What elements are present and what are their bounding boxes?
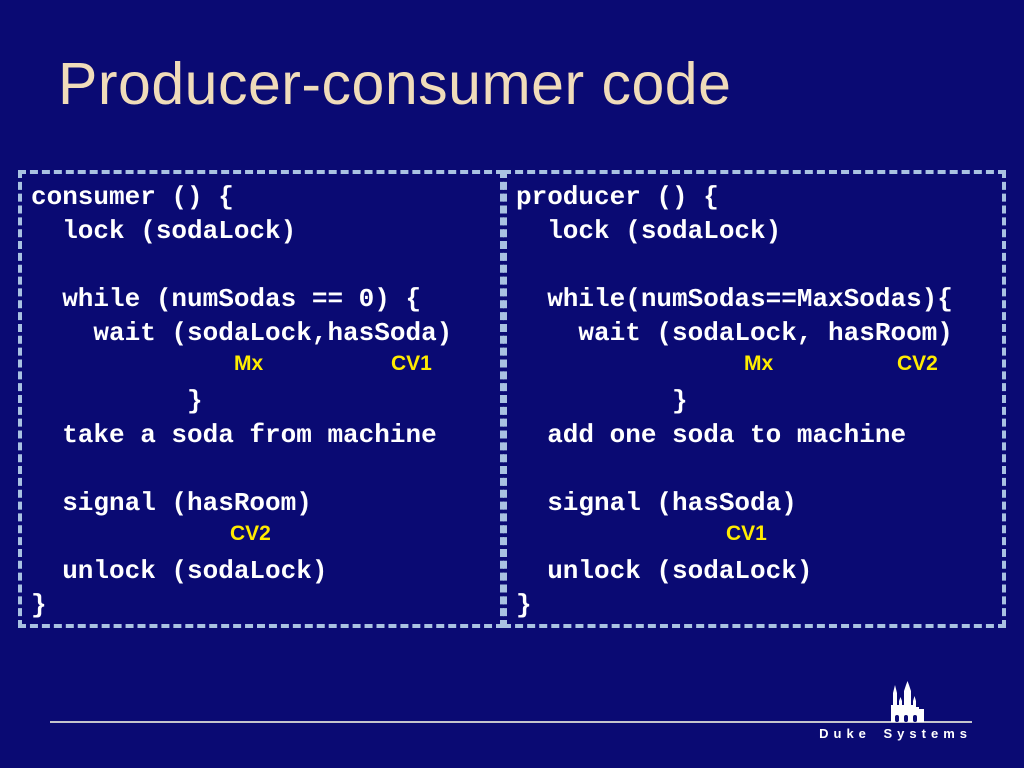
code-line: take a soda from machine xyxy=(31,418,500,452)
code-text: unlock (sodaLock) xyxy=(516,556,813,586)
wait-cv-annotation: CV2 xyxy=(897,352,938,375)
code-text: } xyxy=(31,590,47,620)
code-text: take a soda from machine xyxy=(31,420,437,450)
mutex-annotation: Mx xyxy=(744,352,774,375)
code-line: CV1 xyxy=(516,520,1002,554)
code-line xyxy=(31,452,500,486)
code-text: add one soda to machine xyxy=(516,420,907,450)
code-line: producer () { xyxy=(516,180,1002,214)
consumer-code-box: consumer () { lock (sodaLock) while (num… xyxy=(18,170,504,628)
code-line: add one soda to machine xyxy=(516,418,1002,452)
code-line xyxy=(516,384,1002,418)
brand-text: Duke Systems xyxy=(819,726,972,741)
code-text: lock (sodaLock) xyxy=(516,216,782,246)
code-line xyxy=(31,248,500,282)
producer-code: producer () { lock (sodaLock) while(numS… xyxy=(507,174,1002,622)
code-line: lock (sodaLock) xyxy=(516,214,1002,248)
code-text: unlock (sodaLock) xyxy=(31,556,328,586)
mutex-annotation: Mx xyxy=(234,352,264,375)
page-title: Producer-consumer code xyxy=(58,51,732,117)
code-text: producer () { xyxy=(516,182,719,212)
signal-cv-annotation: CV1 xyxy=(726,522,767,545)
code-line: CV2 xyxy=(31,520,500,554)
code-line: wait (sodaLock,hasSoda) xyxy=(31,316,500,350)
code-line: while (numSodas == 0) { xyxy=(31,282,500,316)
code-text: wait (sodaLock, hasRoom) xyxy=(516,318,953,348)
code-line: } Mx CV2 xyxy=(516,350,1002,416)
code-text: signal (hasRoom) xyxy=(31,488,312,518)
code-line: signal (hasRoom) xyxy=(31,486,500,520)
code-text: } xyxy=(640,386,688,416)
code-text: } xyxy=(155,386,203,416)
code-line: unlock (sodaLock) xyxy=(31,554,500,588)
code-line: } xyxy=(516,588,1002,622)
code-line: consumer () { xyxy=(31,180,500,214)
code-line: signal (hasSoda) xyxy=(516,486,1002,520)
code-line: lock (sodaLock) xyxy=(31,214,500,248)
producer-code-box: producer () { lock (sodaLock) while(numS… xyxy=(503,170,1006,628)
code-text: signal (hasSoda) xyxy=(516,488,797,518)
code-text: lock (sodaLock) xyxy=(31,216,297,246)
code-text: } xyxy=(516,590,532,620)
wait-cv-annotation: CV1 xyxy=(391,352,432,375)
code-line xyxy=(31,384,500,418)
code-line: } xyxy=(31,588,500,622)
footer-divider xyxy=(50,721,972,723)
code-line: while(numSodas==MaxSodas){ xyxy=(516,282,1002,316)
code-line xyxy=(516,248,1002,282)
duke-chapel-icon xyxy=(891,681,924,722)
code-text: while(numSodas==MaxSodas){ xyxy=(516,284,953,314)
code-text: while (numSodas == 0) { xyxy=(31,284,422,314)
code-line: } Mx CV1 xyxy=(31,350,500,416)
code-line xyxy=(516,452,1002,486)
code-line: unlock (sodaLock) xyxy=(516,554,1002,588)
code-text: wait (sodaLock,hasSoda) xyxy=(31,318,453,348)
code-line: wait (sodaLock, hasRoom) xyxy=(516,316,1002,350)
code-text: consumer () { xyxy=(31,182,234,212)
signal-cv-annotation: CV2 xyxy=(230,522,271,545)
consumer-code: consumer () { lock (sodaLock) while (num… xyxy=(22,174,500,622)
